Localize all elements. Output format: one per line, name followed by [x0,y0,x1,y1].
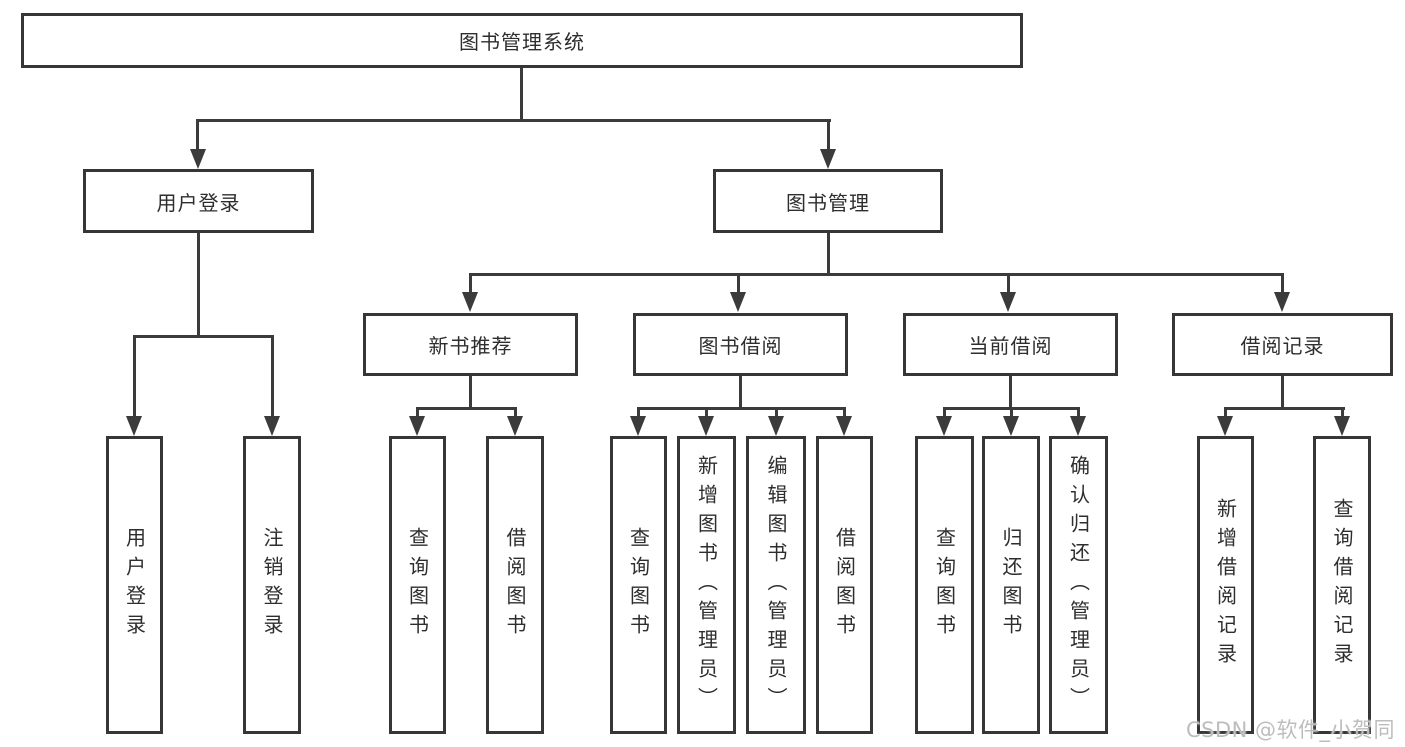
leaf-label: 注销登录 [260,527,284,643]
leaf-label: 借阅图书 [832,527,857,643]
leaf-logout: 注销登录 [243,436,301,734]
arrow-down-icon [1334,416,1350,436]
leaf-label: 查询图书 [932,527,957,643]
arrow-down-icon [462,292,478,312]
node-label: 图书管理 [786,190,870,215]
connector-line [1009,376,1012,408]
connector-line [197,233,200,336]
connector-line [271,335,274,417]
connector-line [739,376,742,408]
arrow-down-icon [630,416,646,436]
leaf-label: 确认归还（管理员） [1066,454,1091,716]
leaf-borrow-books: 借阅图书 [486,436,544,734]
leaf-edit-books-admin: 编辑图书（管理员） [746,436,806,734]
arrow-down-icon [1217,416,1233,436]
arrow-down-icon [1070,416,1086,436]
leaf-query-books: 查询图书 [915,436,974,734]
node-label: 借阅记录 [1240,334,1325,358]
node-label: 用户登录 [156,190,241,215]
connector-line [827,119,830,150]
leaf-query-borrow-record: 查询借阅记录 [1313,436,1371,734]
connector-line [1224,407,1227,419]
leaf-label: 编辑图书（管理员） [764,454,788,716]
connector-line [514,407,517,419]
connector-line [469,273,1284,276]
node-label: 当前借阅 [968,334,1053,358]
leaf-label: 查询图书 [405,527,430,643]
node-user-login: 用户登录 [83,169,314,233]
node-label: 新书推荐 [428,334,513,358]
connector-line [520,68,523,120]
connector-line [1224,407,1345,410]
node-borrowing-records: 借阅记录 [1172,313,1393,376]
node-label: 图书管理系统 [459,30,585,54]
connector-line [469,376,472,408]
arrow-down-icon [126,416,142,436]
leaf-query-books: 查询图书 [389,436,446,734]
arrow-down-icon [698,416,714,436]
node-library-management-system: 图书管理系统 [21,13,1023,68]
connector-line [469,273,472,294]
connector-line [416,407,419,419]
leaf-label: 新增借阅记录 [1213,498,1238,672]
leaf-borrow-books: 借阅图书 [816,436,873,734]
node-label: 图书借阅 [698,334,783,358]
connector-line [737,273,740,294]
connector-line [1281,376,1284,408]
csdn-watermark: CSDN @软件_小贺同学 [1186,718,1396,742]
connector-line [637,407,640,419]
leaf-add-books-admin: 新增图书（管理员） [677,436,736,734]
arrow-down-icon [264,416,280,436]
arrow-down-icon [409,416,425,436]
arrow-down-icon [507,416,523,436]
leaf-return-books: 归还图书 [982,436,1040,734]
connector-line [133,335,136,417]
connector-line [1077,407,1080,419]
node-current-borrowing: 当前借阅 [903,313,1118,376]
leaf-label: 借阅图书 [503,527,527,643]
leaf-user-login: 用户登录 [106,436,163,734]
connector-line [133,335,274,338]
arrow-down-icon [1274,292,1290,312]
arrow-down-icon [936,416,952,436]
leaf-label: 新增图书（管理员） [694,454,719,716]
arrow-down-icon [768,416,784,436]
connector-line [775,407,778,419]
connector-line [943,407,946,419]
arrow-down-icon [820,149,836,169]
connector-line [197,119,831,122]
connector-line [705,407,708,419]
arrow-down-icon [1000,292,1016,312]
node-new-book-recommendation: 新书推荐 [363,313,578,376]
leaf-label: 用户登录 [122,527,147,643]
connector-line [1341,407,1344,419]
leaf-add-borrow-record: 新增借阅记录 [1197,436,1254,734]
arrow-down-icon [190,149,206,169]
node-book-borrowing: 图书借阅 [633,313,848,376]
leaf-confirm-return-admin: 确认归还（管理员） [1049,436,1108,734]
connector-line [637,407,846,410]
connector-line [827,233,830,274]
leaf-query-books: 查询图书 [610,436,667,734]
connector-line [1007,273,1010,294]
connector-line [196,119,199,150]
connector-line [416,407,517,410]
arrow-down-icon [730,292,746,312]
leaf-label: 归还图书 [999,527,1023,643]
connector-line [1281,273,1284,294]
connector-line [843,407,846,419]
arrow-down-icon [1003,416,1019,436]
connector-line [1010,407,1013,419]
leaf-label: 查询图书 [626,527,651,643]
arrow-down-icon [836,416,852,436]
node-book-management: 图书管理 [713,169,943,233]
leaf-label: 查询借阅记录 [1330,498,1354,672]
